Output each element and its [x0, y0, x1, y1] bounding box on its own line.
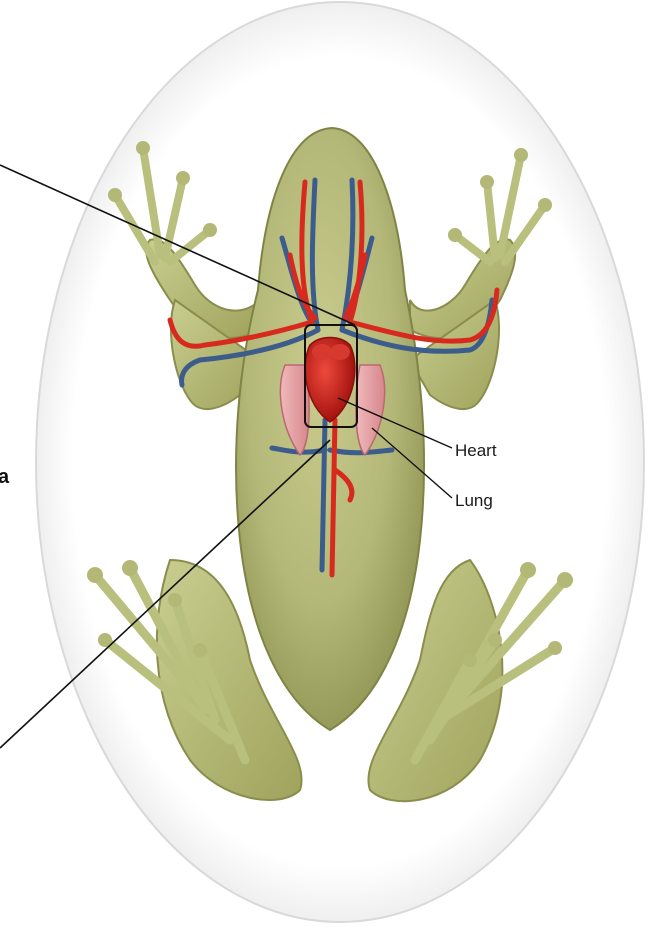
- lung-label: Lung: [455, 491, 493, 510]
- cropped-label-fragment: a: [0, 466, 10, 488]
- heart-label: Heart: [455, 441, 497, 460]
